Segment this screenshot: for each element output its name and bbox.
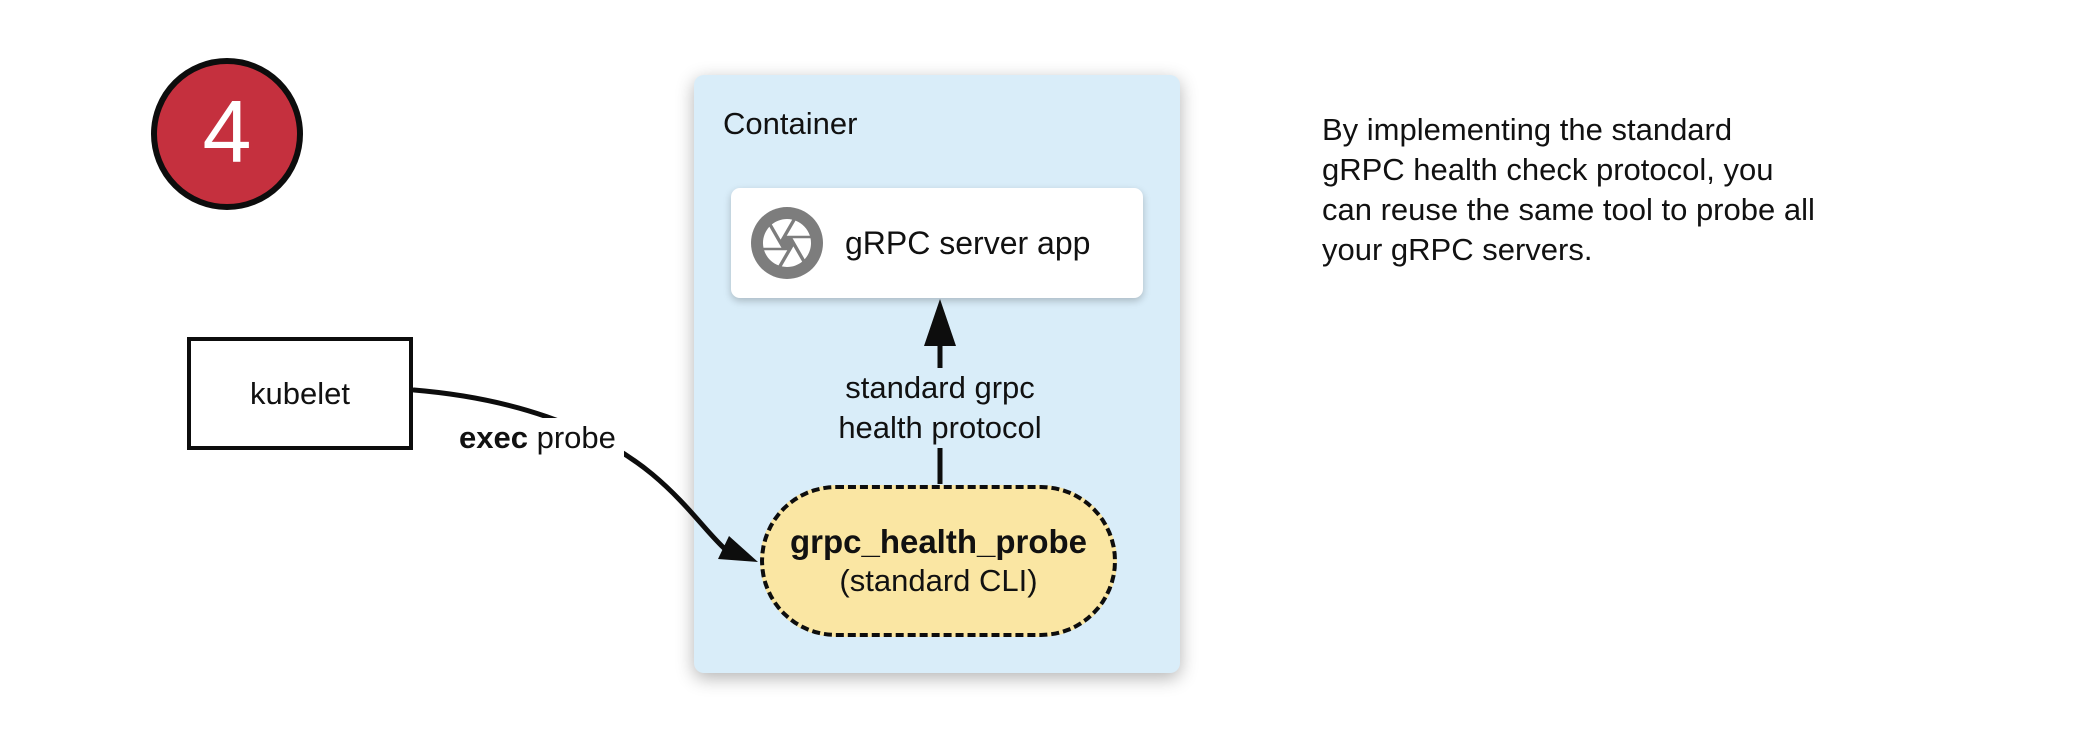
exec-probe-label: exec probe: [451, 418, 624, 458]
kubelet-box: kubelet: [187, 337, 413, 450]
kubelet-label: kubelet: [250, 375, 350, 411]
grpc-aperture-icon: [751, 207, 823, 279]
grpc-health-probe-title: grpc_health_probe: [789, 523, 1088, 560]
step-number: 4: [202, 82, 252, 181]
container-title: Container: [723, 106, 858, 141]
grpc-server-app-box: gRPC server app: [731, 188, 1143, 298]
grpc-health-probe-subtitle: (standard CLI): [839, 563, 1038, 598]
exec-probe-label-bold: exec: [459, 420, 528, 455]
step-badge: 4: [151, 58, 303, 210]
grpc-health-probe-pill: grpc_health_probe (standard CLI): [760, 485, 1117, 637]
exec-probe-label-rest: probe: [527, 420, 616, 455]
health-protocol-label: standard grpc health protocol: [828, 368, 1052, 448]
annotation-text: By implementing the standard gRPC health…: [1322, 112, 1815, 267]
grpc-server-app-label: gRPC server app: [845, 224, 1091, 261]
